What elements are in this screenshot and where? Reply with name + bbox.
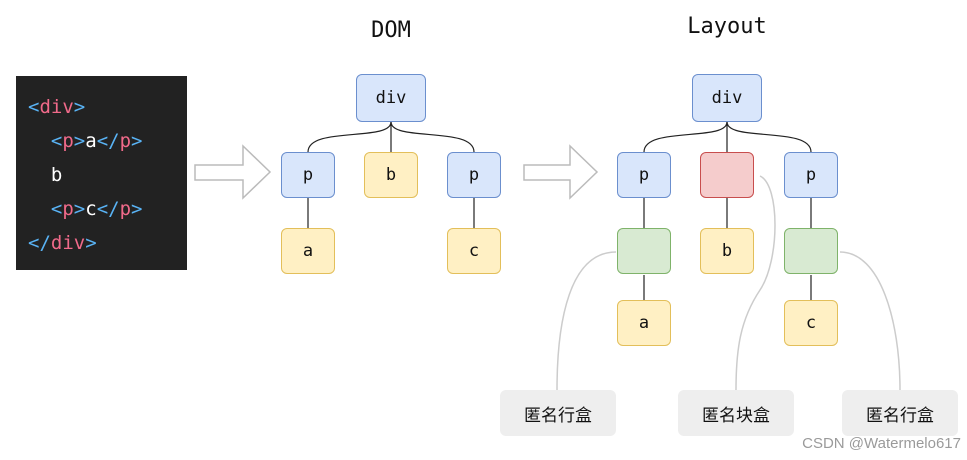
layout-edges (643, 121, 812, 300)
layout-node-anonymous-block (700, 152, 754, 198)
code-line-1: <div> (28, 96, 86, 118)
label-anonymous-block-box: 匿名块盒 (678, 390, 794, 436)
code-line-2: <p>a</p> (50, 130, 143, 152)
dom-node-c: c (447, 228, 501, 274)
dom-node-p2: p (447, 152, 501, 198)
layout-node-anonymous-line-right (784, 228, 838, 274)
label-anonymous-line-box-left: 匿名行盒 (500, 390, 616, 436)
code-line-4: <p>c</p> (50, 198, 143, 220)
dom-node-a: a (281, 228, 335, 274)
arrow-code-to-dom (194, 144, 272, 200)
code-panel: <div> <p>a</p> b <p>c</p> </div> (16, 76, 187, 270)
code-line-3: b (50, 164, 63, 186)
dom-node-p1: p (281, 152, 335, 198)
dom-edges (307, 121, 475, 228)
layout-node-b: b (700, 228, 754, 274)
layout-node-a: a (617, 300, 671, 346)
layout-node-p2: p (784, 152, 838, 198)
dom-node-div: div (356, 74, 426, 122)
code-line-5: </div> (28, 232, 97, 254)
watermark: CSDN @Watermelo617 (802, 435, 961, 452)
layout-node-div: div (692, 74, 762, 122)
layout-title: Layout (687, 14, 767, 39)
label-anonymous-line-box-right: 匿名行盒 (842, 390, 958, 436)
layout-node-c: c (784, 300, 838, 346)
dom-node-b: b (364, 152, 418, 198)
layout-node-p1: p (617, 152, 671, 198)
dom-title: DOM (371, 18, 411, 43)
layout-node-anonymous-line-left (617, 228, 671, 274)
leader-lines (556, 175, 901, 391)
arrow-dom-to-layout (523, 144, 599, 200)
